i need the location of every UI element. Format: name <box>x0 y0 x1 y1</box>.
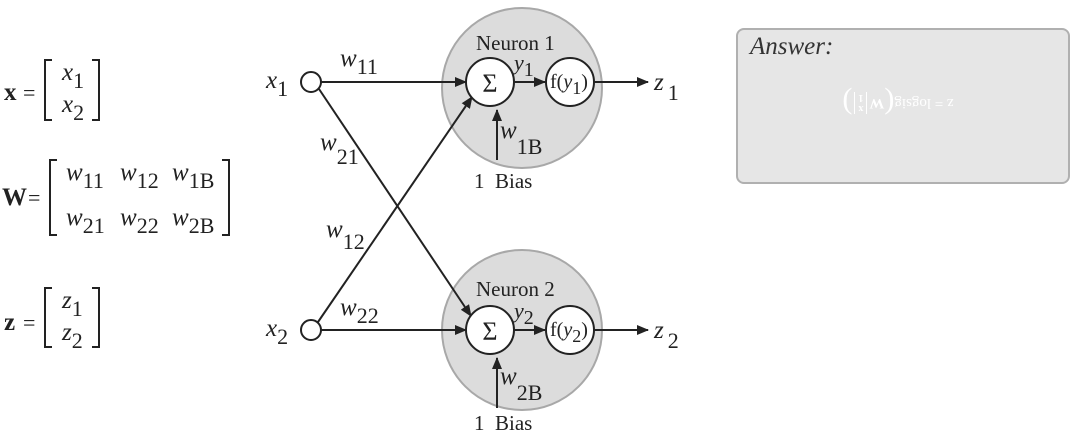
input-label-x2-sub: 2 <box>277 324 288 349</box>
W-cell-w1B: w1B <box>172 159 214 193</box>
W-equals: = <box>28 185 40 210</box>
input-node-x1 <box>300 71 322 93</box>
neuron-2-sum-symbol: Σ <box>482 317 497 346</box>
W-cell-w11: w11 <box>66 159 104 193</box>
formula-open-paren: ( <box>884 87 895 120</box>
vector-z: z = z1 z2 <box>4 287 100 353</box>
bias-weight-w2B: w2B <box>500 363 542 405</box>
answer-formula: z = logsig ( W x 1 ) <box>818 86 978 120</box>
weight-label-w12: w12 <box>326 216 365 254</box>
x-equals: = <box>23 80 35 105</box>
formula-vector-entry-1: x <box>858 103 864 114</box>
vector-x: x = x1 x2 <box>4 59 100 125</box>
x-vector-label: x <box>4 79 17 106</box>
x-bracket-left <box>44 59 52 121</box>
W-cell-w21: w21 <box>66 204 105 238</box>
W-matrix-label: W <box>2 184 27 211</box>
W-bracket-right <box>222 159 230 236</box>
x-entry-1-sub: 1 <box>73 68 84 93</box>
neuron-1-title: Neuron 1 <box>476 31 555 55</box>
W-cell-w22: w22 <box>120 204 159 238</box>
answer-label: Answer: <box>750 33 834 60</box>
input-label-x1-sub: 1 <box>277 76 288 101</box>
formula-vector: x 1 <box>854 92 868 114</box>
neuron-1-sum-symbol: Σ <box>482 69 497 98</box>
weight-label-w22: w22 <box>340 294 379 328</box>
x-entry-2-sub: 2 <box>73 100 84 125</box>
input-node-x2 <box>300 319 322 341</box>
z-entry-2-sub: 2 <box>72 328 83 353</box>
formula-close-paren: ) <box>842 87 853 120</box>
z-bracket-right <box>92 287 100 348</box>
z-entry-2-base: z <box>61 319 72 346</box>
W-bracket-left <box>49 159 57 236</box>
formula-fn: logsig <box>894 95 932 112</box>
neuron-2-title: Neuron 2 <box>476 277 555 301</box>
neuron-2-y-label: y2 <box>512 298 534 329</box>
input-label-x1-base: x <box>265 67 277 94</box>
z-entry-2: z2 <box>61 319 83 353</box>
z-entry-1: z1 <box>61 287 83 321</box>
z-entry-1-base: z <box>61 287 72 314</box>
input-label-x2: x2 <box>265 315 288 349</box>
answer-box[interactable]: Answer: z = logsig ( W x 1 ) <box>736 28 1070 184</box>
z-entry-1-sub: 1 <box>72 296 83 321</box>
z-equals: = <box>23 310 35 335</box>
W-cell-w2B: w2B <box>172 204 214 238</box>
weight-label-w11: w11 <box>340 45 378 79</box>
x-entry-1-base: x <box>61 59 73 86</box>
x-entry-2: x2 <box>61 91 84 125</box>
neuron-1-y-label: y1 <box>512 50 534 81</box>
edge-x2-to-neuron1 <box>317 96 473 323</box>
weight-label-w21: w21 <box>320 129 359 169</box>
formula-vector-entry-2: 1 <box>858 92 864 103</box>
x-bracket-right <box>92 59 100 121</box>
z-bracket-left <box>44 287 52 348</box>
input-label-x2-base: x <box>265 315 277 342</box>
bias-label-1: 1 Bias <box>474 169 532 193</box>
neuron-1-activation-label: f(y1) <box>550 71 588 98</box>
matrix-W: W = w11 w12 w1B w21 w22 w2B <box>2 159 230 238</box>
input-label-x1: x1 <box>265 67 288 101</box>
x-entry-2-base: x <box>61 91 73 118</box>
bias-weight-w1B: w1B <box>500 117 542 159</box>
formula-arg: W <box>869 95 885 112</box>
edge-x1-to-neuron2 <box>318 88 472 317</box>
neuron-2-activation-label: f(y2) <box>550 319 588 346</box>
neuron-1-body <box>441 7 603 169</box>
W-cell-w12: w12 <box>120 159 159 193</box>
formula-lhs: z = <box>934 95 954 112</box>
z-vector-label: z <box>4 309 15 336</box>
bias-label-2: 1 Bias <box>474 411 532 433</box>
x-entry-1: x1 <box>61 59 84 93</box>
